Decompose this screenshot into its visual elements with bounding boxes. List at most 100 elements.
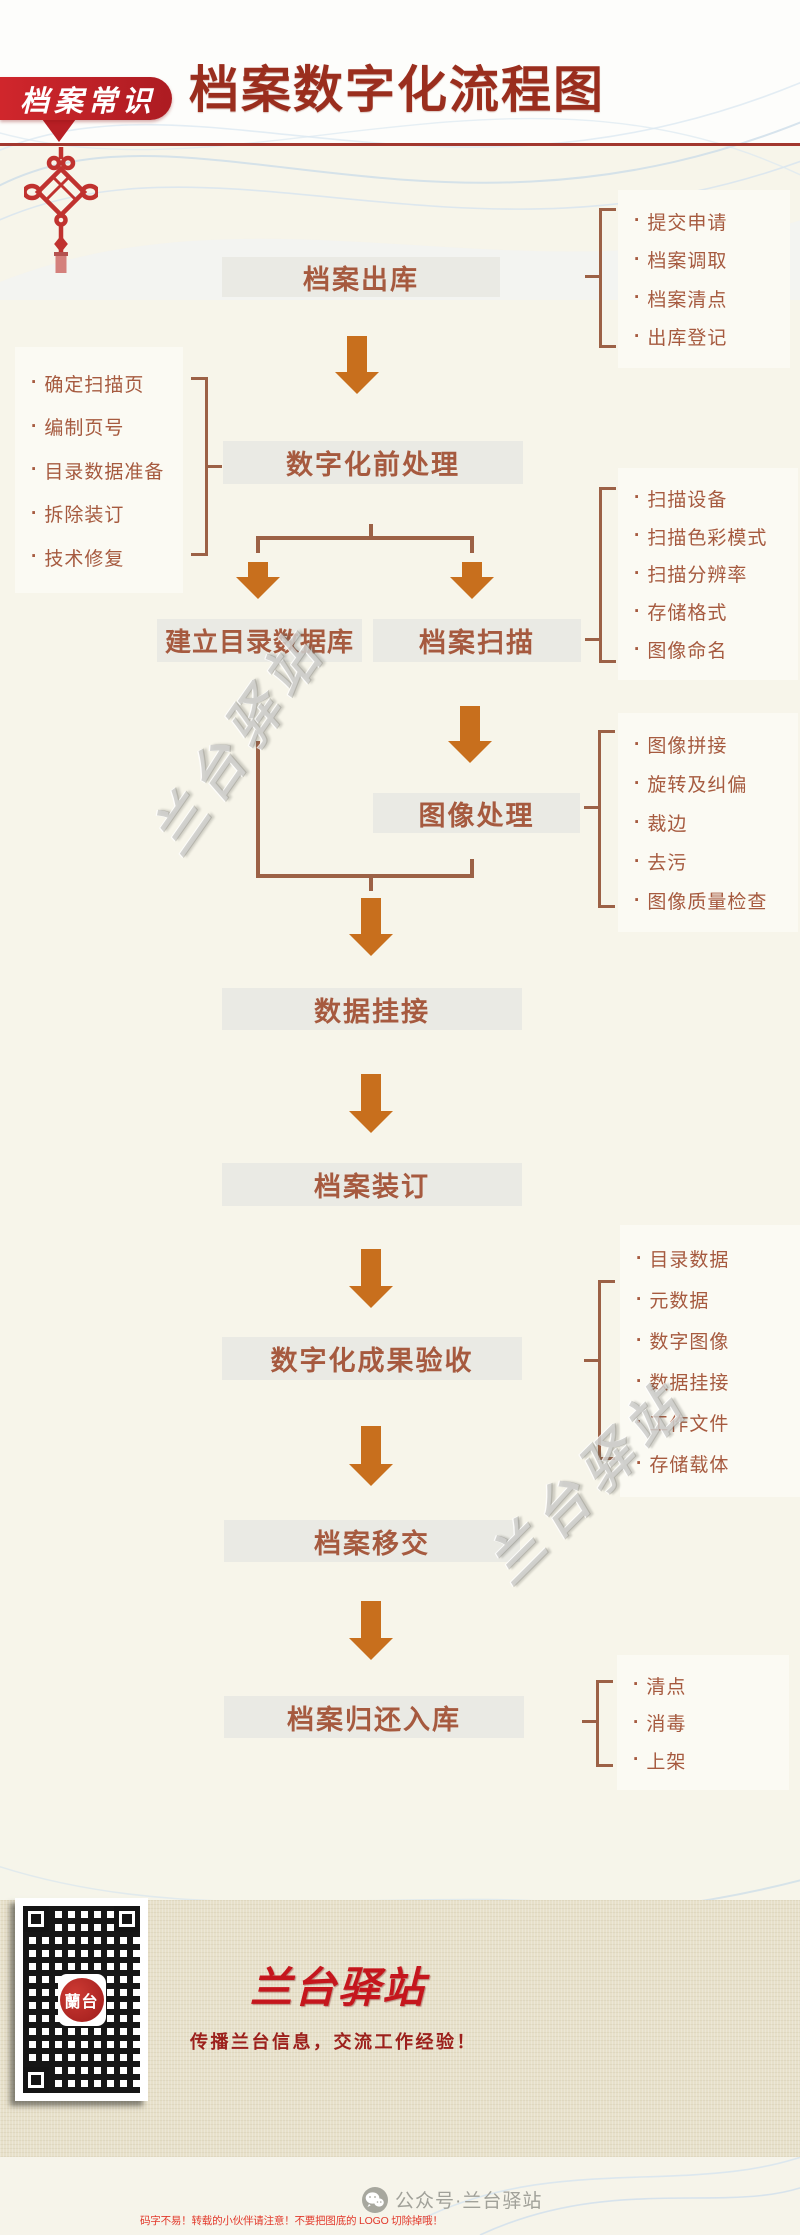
- flow-step-label: 档案扫描: [419, 628, 535, 658]
- split-connector-horizontal: [256, 536, 474, 540]
- flow-step-label: 档案移交: [314, 1528, 430, 1559]
- merge-connector-horizontal: [256, 874, 474, 878]
- chinese-knot-icon: [22, 147, 100, 273]
- bracket-tick: [598, 1280, 615, 1283]
- flow-step-label: 图像处理: [418, 800, 535, 831]
- list-item: ·数据挂接: [636, 1370, 730, 1395]
- seal-text: 蘭台: [59, 1977, 104, 2022]
- flow-step-label: 数据挂接: [314, 996, 430, 1027]
- list-item: ·扫描色彩模式: [634, 525, 768, 549]
- flow-step-archive-scan: 档案扫描: [373, 619, 581, 662]
- list-item: ·元数据: [636, 1288, 710, 1313]
- corner-badge-label: 档案常识: [19, 85, 156, 118]
- list-item: ·提交申请: [634, 210, 728, 234]
- bracket-tick: [596, 1764, 613, 1767]
- bracket-tick: [598, 905, 615, 908]
- bracket-line: [598, 730, 601, 908]
- list-item: ·编制页号: [31, 415, 125, 440]
- list-item: ·数字图像: [636, 1329, 730, 1354]
- annotation-list-image-processing: ·图像拼接 ·旋转及纠偏 ·裁边 ·去污 ·图像质量检查: [618, 713, 798, 932]
- wechat-icon: [362, 2186, 388, 2213]
- header-divider-line: [0, 143, 800, 146]
- flow-step-archive-checkout: 档案出库: [222, 257, 500, 297]
- list-item: ·消毒: [633, 1711, 687, 1736]
- list-item: ·出库登记: [634, 325, 728, 350]
- qr-center-seal: 蘭台: [57, 1973, 106, 2026]
- flow-step-label: 数字化成果验收: [270, 1346, 474, 1376]
- flow-step-label: 数字化前处理: [286, 450, 460, 480]
- list-item: ·扫描设备: [634, 487, 728, 511]
- bracket-stub: [208, 465, 222, 468]
- arrow-down-icon: [349, 1249, 393, 1308]
- bracket-tick: [191, 553, 208, 556]
- bracket-stub: [585, 275, 599, 278]
- flow-step-label: 档案装订: [314, 1172, 430, 1202]
- arrow-down-icon: [349, 1074, 393, 1133]
- qr-finder-icon: [23, 1906, 49, 1932]
- list-item: ·图像拼接: [634, 733, 728, 758]
- corner-badge: 档案常识: [0, 77, 172, 120]
- arrow-down-icon: [236, 562, 280, 599]
- bracket-tick: [598, 730, 615, 733]
- wechat-account-line: 公众号·兰台驿站: [362, 2186, 542, 2213]
- list-item: ·拆除装订: [31, 502, 125, 527]
- bracket-tick: [599, 208, 616, 211]
- annotation-list-acceptance: ·目录数据 ·元数据 ·数字图像 ·数据挂接 ·工作文件 ·存储载体: [620, 1225, 800, 1497]
- badge-tail-pointer: [42, 119, 76, 142]
- split-connector-right-drop: [470, 536, 474, 553]
- page-title: 档案数字化流程图: [189, 62, 605, 118]
- merge-connector-right-vertical: [470, 859, 474, 878]
- bracket-line: [596, 1680, 599, 1767]
- copyright-note: 码字不易！转载的小伙伴请注意！不要把图底的 LOGO 切除掉哦！: [140, 2215, 443, 2227]
- annotation-list-pre-processing: ·确定扫描页 ·编制页号 ·目录数据准备 ·拆除装订 ·技术修复: [15, 347, 183, 593]
- footer-brand-script: 兰台驿站: [249, 1966, 426, 2012]
- arrow-down-icon: [335, 336, 379, 394]
- annotation-list-scan: ·扫描设备 ·扫描色彩模式 ·扫描分辨率 ·存储格式 ·图像命名: [618, 468, 798, 680]
- qr-finder-icon: [114, 1906, 140, 1932]
- arrow-down-icon: [349, 1426, 393, 1486]
- list-item: ·技术修复: [31, 546, 125, 570]
- annotation-list-return: ·清点 ·消毒 ·上架: [617, 1655, 789, 1790]
- list-item: ·清点: [633, 1674, 687, 1698]
- list-item: ·档案调取: [634, 248, 728, 273]
- split-connector-stub: [369, 524, 373, 538]
- footer-slogan: 传播兰台信息，交流工作经验！: [190, 2032, 477, 2052]
- bracket-stub: [584, 1359, 598, 1362]
- flow-step-label: 档案出库: [303, 264, 419, 295]
- list-item: ·去污: [634, 850, 688, 875]
- flow-step-results-acceptance: 数字化成果验收: [222, 1337, 522, 1380]
- qr-pattern: 蘭台: [23, 1906, 140, 2093]
- list-item: ·存储格式: [634, 600, 728, 625]
- arrow-down-icon: [349, 898, 393, 956]
- bracket-stub: [584, 806, 598, 809]
- arrow-down-icon: [349, 1601, 393, 1660]
- bracket-line: [599, 487, 602, 663]
- list-item: ·目录数据准备: [31, 459, 165, 483]
- flow-step-build-catalog-db: 建立目录数据库: [157, 619, 362, 662]
- list-item: ·确定扫描页: [31, 372, 145, 396]
- bracket-line: [598, 1280, 601, 1460]
- list-item: ·存储载体: [636, 1452, 730, 1477]
- arrow-down-icon: [448, 706, 492, 763]
- flow-step-label: 建立目录数据库: [164, 627, 354, 657]
- list-item: ·档案清点: [634, 287, 728, 311]
- split-connector-left-drop: [256, 536, 260, 553]
- list-item: ·图像质量检查: [634, 889, 768, 914]
- flow-step-label: 档案归还入库: [287, 1704, 461, 1735]
- flow-step-pre-processing: 数字化前处理: [223, 441, 523, 484]
- bracket-tick: [599, 345, 616, 348]
- bracket-tick: [599, 660, 616, 663]
- bracket-stub: [582, 1720, 596, 1723]
- flow-step-archive-return: 档案归还入库: [224, 1696, 524, 1738]
- bracket-tick: [599, 487, 616, 490]
- list-item: ·旋转及纠偏: [634, 772, 748, 797]
- list-item: ·上架: [633, 1749, 687, 1773]
- wechat-account-label: 公众号·兰台驿站: [395, 2191, 543, 2212]
- qr-code: 蘭台: [15, 1898, 148, 2101]
- flow-step-archive-binding: 档案装订: [222, 1163, 522, 1206]
- bracket-tick: [191, 377, 208, 380]
- flow-step-archive-transfer: 档案移交: [224, 1520, 520, 1562]
- flow-step-data-linking: 数据挂接: [222, 988, 522, 1030]
- list-item: ·工作文件: [636, 1411, 730, 1436]
